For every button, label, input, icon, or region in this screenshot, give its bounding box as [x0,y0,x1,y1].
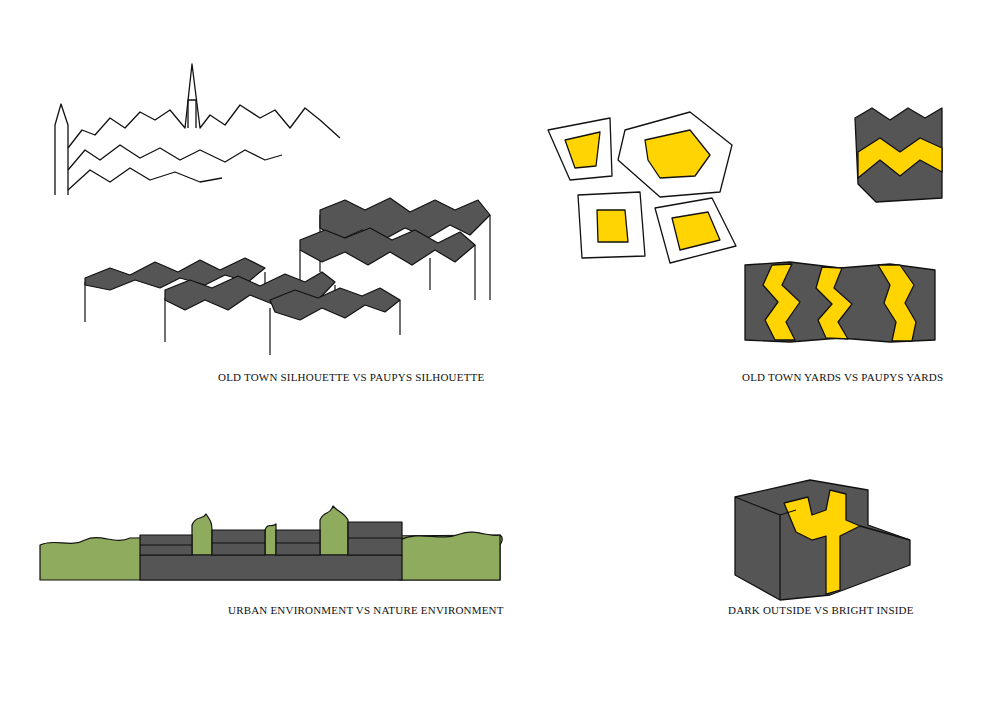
floor-line [276,542,320,543]
yard [816,267,852,339]
wall-line [474,245,475,300]
yard [763,264,800,340]
paupys-sketch [85,198,490,355]
roof-line [68,64,340,148]
caption: DARK OUTSIDE VS BRIGHT INSIDE [728,604,914,617]
building [348,522,402,555]
courtyard [784,490,860,594]
wall-line [84,282,85,322]
wall-line [164,298,165,342]
paupys-yards [745,108,942,342]
block [745,262,935,342]
floor-line [348,537,402,538]
floor-line [212,542,265,543]
tower-line [55,104,68,195]
building [140,535,192,555]
yard [597,210,628,242]
roofs [85,198,490,320]
wall-line [429,258,430,290]
block [855,108,942,202]
edge-line [860,526,910,540]
wall-line [399,300,400,335]
nature-band [400,532,500,580]
green-gap [192,514,212,555]
yard [858,138,942,178]
yard [645,130,710,178]
roof [270,288,400,320]
base-building [140,555,402,580]
wall-line [489,215,490,300]
block [548,118,612,180]
section-sketch [40,506,502,580]
roof-line [68,145,282,170]
yard [672,212,720,250]
green-gap [265,524,276,555]
spire-line [188,100,196,128]
block [578,192,645,258]
yard [878,265,916,341]
roof-line [68,168,222,190]
green-gap [320,506,348,555]
block-sketch [735,480,910,600]
block [655,198,736,263]
yard [565,132,600,168]
old-town-sketch [55,64,340,195]
caption: URBAN ENVIRONMENT VS NATURE ENVIRONMENT [228,604,504,617]
building [276,530,320,555]
edge-line [780,510,796,515]
roof [300,228,475,265]
caption: OLD TOWN SILHOUETTE VS PAUPYS SILHOUETTE [218,371,484,384]
block [735,480,910,600]
block [618,112,732,197]
wall-line [269,308,270,355]
building [212,530,265,555]
floor-line [140,544,192,545]
edge-line [735,497,780,600]
caption: OLD TOWN YARDS VS PAUPYS YARDS [742,371,943,384]
old-town-yards [548,112,736,263]
